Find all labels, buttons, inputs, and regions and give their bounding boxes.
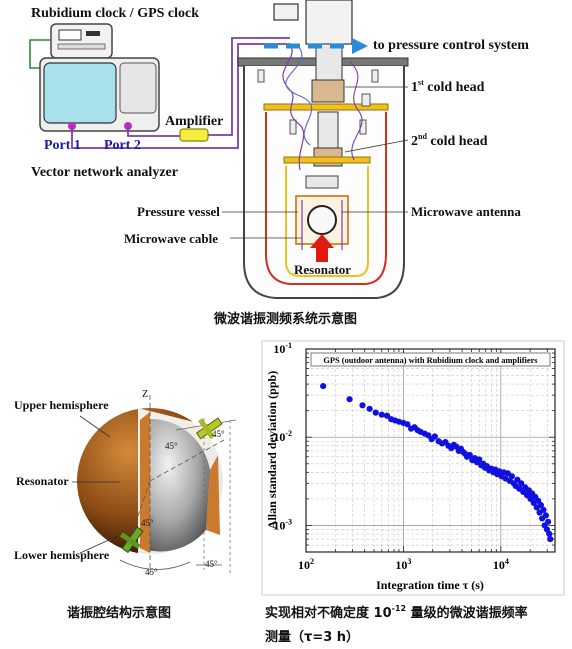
vna-label: Vector network analyzer (31, 165, 178, 180)
cold-head-1-num: 1 (411, 80, 418, 95)
lower-hemisphere-label: Lower hemisphere (14, 548, 110, 562)
angle-label-d: 45° (205, 559, 218, 569)
port2-label: Port 2 (104, 138, 141, 153)
chart-caption-1a: 实现相对不确定度 10 (265, 606, 392, 621)
angle-label-a: 45° (165, 441, 178, 451)
cold-head-2-sup: nd (418, 132, 427, 141)
angle-label-b: 45° (141, 518, 154, 528)
microwave-antenna-label: Microwave antenna (411, 204, 521, 219)
upper-hemisphere-label: Upper hemisphere (14, 398, 109, 412)
clock-label: Rubidium clock / GPS clock (31, 6, 200, 21)
rubidium-clock (50, 23, 113, 59)
system-caption: 微波谐振测频系统示意图 (214, 312, 358, 327)
amplifier-label: Amplifier (165, 114, 224, 129)
cold-head-2-label: 2nd cold head (411, 132, 488, 150)
clock-cable (29, 39, 51, 69)
port1-label: Port 1 (44, 138, 81, 153)
cold-head-1-sup: st (418, 78, 424, 87)
pressure-flow-arrow (264, 38, 368, 54)
chart-caption-line2: 测量（τ=3 h） (265, 630, 360, 645)
microwave-cable-label: Microwave cable (124, 231, 218, 246)
angle-label-c: 45° (145, 567, 158, 577)
cold-head-1-label: 1st cold head (411, 78, 484, 96)
sphere-caption: 谐振腔结构示意图 (67, 606, 172, 621)
cryostat (237, 0, 409, 299)
pressure-vessel-label: Pressure vessel (137, 204, 220, 219)
z-axis-label: Z (142, 389, 149, 400)
cold-head-1-text: cold head (423, 80, 485, 95)
angle-label-e: 45° (212, 429, 225, 439)
pressure-arrow-label: to pressure control system (373, 38, 529, 53)
sphere-resonator-label: Resonator (16, 474, 69, 488)
chart-caption-1sup: -12 (391, 604, 407, 613)
cold-head-2-text: cold head (426, 134, 488, 149)
amplifier-box (179, 128, 209, 142)
cold-head-2-num: 2 (411, 134, 418, 149)
chart-caption-1b: 量级的微波谐振频率 (406, 606, 528, 621)
chart-caption-line1: 实现相对不确定度 10-12 量级的微波谐振频率 (265, 602, 528, 621)
resonator-label: Resonator (294, 262, 352, 277)
vector-network-analyzer (39, 57, 160, 132)
